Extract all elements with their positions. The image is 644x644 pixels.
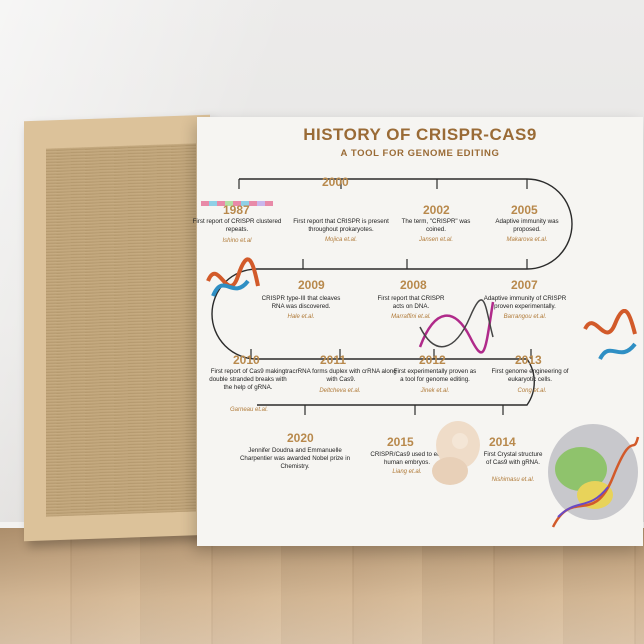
event-text: Adaptive immunity was proposed. xyxy=(495,218,559,233)
event-year: 2013 xyxy=(515,353,542,367)
wood-floor xyxy=(0,528,644,644)
event-author: Garneau et.al. xyxy=(229,407,269,413)
event-year: 2009 xyxy=(298,278,325,292)
event-text: The term, "CRISPR" was coined. xyxy=(401,218,471,233)
event-author: Liang et.al. xyxy=(392,469,422,475)
event-author: Mojica et.al. xyxy=(324,237,357,243)
cas9-structure-illustration xyxy=(548,424,640,528)
timeline-path xyxy=(201,178,573,415)
event-author: Deltcheva et.al. xyxy=(319,388,361,394)
event-text: First report of CRISPR clustered repeats… xyxy=(192,218,282,233)
protein-ribbon-illustration xyxy=(583,309,637,361)
event-author: Hale et.al. xyxy=(287,314,315,320)
event-text: First genome engineering of eukaryotic c… xyxy=(491,368,569,383)
event-text: Jennifer Doudna and Emmanuelle Charpenti… xyxy=(239,447,351,470)
event-author: Ishino et.al xyxy=(222,238,252,244)
event-text: First report that CRISPR is present thro… xyxy=(293,218,389,233)
event-text: Adaptive immunity of CRISPR proven exper… xyxy=(483,295,567,310)
event-text: tracrRNA forms duplex with crRNA along w… xyxy=(285,368,397,383)
dna-helix-illustration xyxy=(418,299,495,354)
event-text: First report that CRISPR acts on DNA. xyxy=(377,295,445,310)
event-year: 2005 xyxy=(511,203,538,217)
event-text: CRISPR/Cas9 used to edit human embryos. xyxy=(370,451,444,466)
event-author: Jinek et.al. xyxy=(420,388,450,394)
event-author: Cong et.al. xyxy=(517,388,547,394)
event-year: 2008 xyxy=(400,278,427,292)
event-text: First report of Cas9 making double stran… xyxy=(209,368,287,391)
poster-title: HISTORY OF CRISPR-CAS9 xyxy=(303,125,537,144)
event-year: 2012 xyxy=(419,353,446,367)
event-author: Marraffini et.al. xyxy=(391,314,431,320)
protein-ribbon-illustration xyxy=(206,257,260,297)
embryo-illustration xyxy=(432,421,480,485)
event-year: 2002 xyxy=(423,203,450,217)
event-year: 2015 xyxy=(387,435,414,449)
event-text: CRISPR type-III that cleaves RNA was dis… xyxy=(261,295,341,310)
event-author: Barrangou et.al. xyxy=(503,314,547,320)
event-author: Nishimasu et.al. xyxy=(491,477,535,483)
event-text: First experimentally proven as a tool fo… xyxy=(393,368,477,383)
event-year: 2007 xyxy=(511,278,538,292)
crispr-repeats-illustration xyxy=(201,201,273,206)
poster-canvas: HISTORY OF CRISPR-CAS9 A TOOL FOR GENOME… xyxy=(193,117,643,546)
event-author: Makarova et.al. xyxy=(506,237,548,243)
event-year: 1987 xyxy=(223,203,250,217)
event-author: Jansen et.al. xyxy=(418,237,454,243)
event-year: 2010 xyxy=(233,353,260,367)
event-text: First Crystal structure of Cas9 with gRN… xyxy=(483,451,543,466)
event-year: 2020 xyxy=(287,431,314,445)
poster-subtitle: A TOOL FOR GENOME EDITING xyxy=(340,148,500,159)
event-year: 2011 xyxy=(320,353,347,367)
burlap-back xyxy=(46,143,196,517)
event-year: 2014 xyxy=(489,435,516,449)
event-year: 2000 xyxy=(322,175,349,189)
